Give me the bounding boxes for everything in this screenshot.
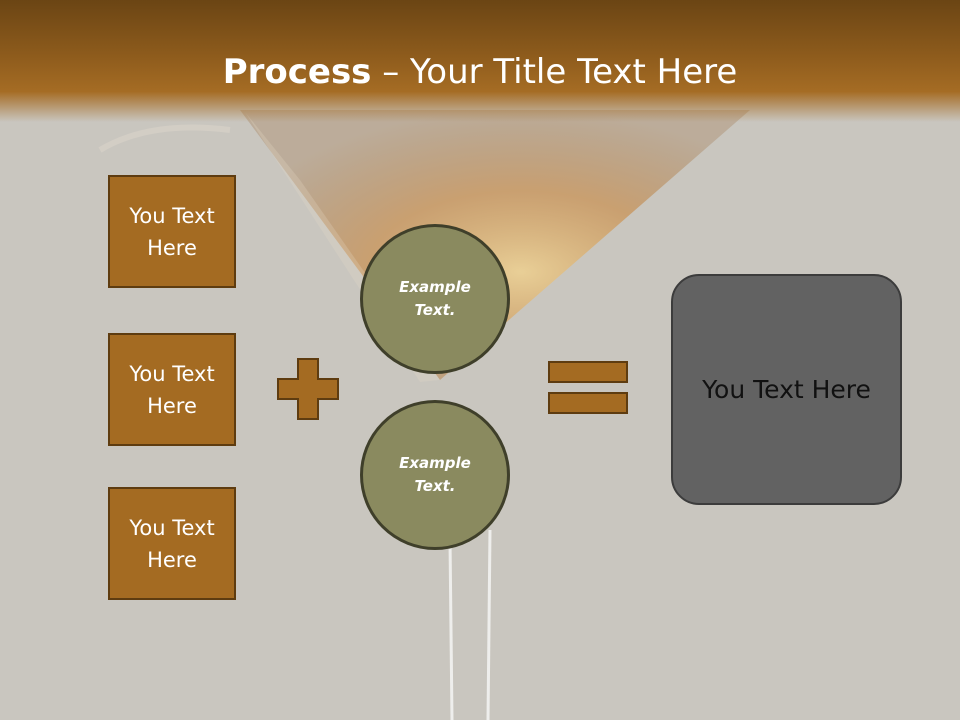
input-box-3[interactable]: You Text Here: [108, 487, 236, 600]
result-box[interactable]: You Text Here: [671, 274, 902, 505]
example-circle-2-label: Example Text.: [399, 454, 471, 495]
input-box-3-label: You Text Here: [129, 515, 215, 572]
result-box-label: You Text Here: [702, 375, 871, 404]
example-circle-1[interactable]: Example Text.: [360, 224, 510, 374]
title-bold: Process: [222, 52, 372, 92]
input-box-1[interactable]: You Text Here: [108, 175, 236, 288]
input-box-2[interactable]: You Text Here: [108, 333, 236, 446]
page-title: Process – Your Title Text Here: [0, 52, 960, 92]
input-box-1-label: You Text Here: [129, 203, 215, 260]
plus-icon: [277, 358, 339, 420]
input-box-2-label: You Text Here: [129, 361, 215, 418]
title-bar: [0, 0, 960, 122]
title-rest: – Your Title Text Here: [371, 52, 738, 92]
equals-icon: [548, 361, 628, 414]
example-circle-2[interactable]: Example Text.: [360, 400, 510, 550]
example-circle-1-label: Example Text.: [399, 278, 471, 319]
